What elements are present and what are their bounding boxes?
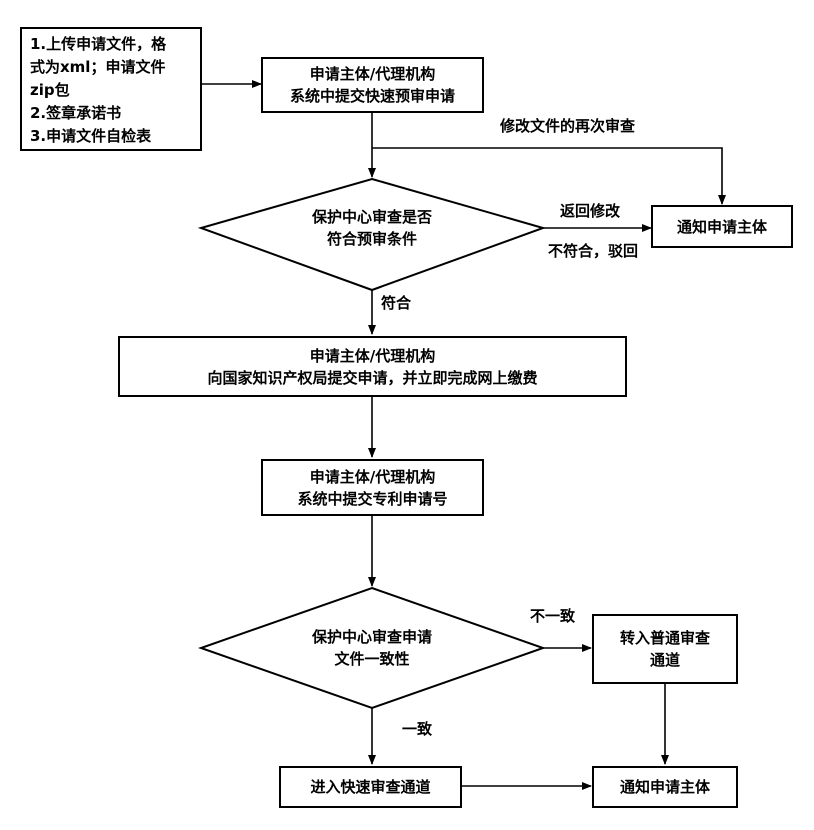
step-line: 申请主体/代理机构	[309, 467, 436, 486]
requirement-line: 3.申请文件自检表	[30, 127, 152, 145]
requirement-line: 式为xml；申请文件	[30, 58, 166, 76]
decision-consistency-diamond	[197, 586, 547, 710]
edge-label-inconsistent: 不一致	[530, 607, 576, 625]
decision-consistency-text: 保护中心审查申请 文件一致性	[262, 624, 482, 672]
step-submit-patent-number: 申请主体/代理机构 系统中提交专利申请号	[261, 459, 484, 516]
notify-label: 通知申请主体	[619, 778, 710, 796]
decision-prereview-text: 保护中心审查是否 符合预审条件	[262, 204, 482, 252]
step-line: 通道	[649, 651, 680, 669]
step-line: 转入普通审查	[619, 629, 710, 647]
notify-label: 通知申请主体	[676, 217, 767, 236]
edge-label-reject: 不符合，驳回	[548, 242, 639, 260]
edge-label-re-review: 修改文件的再次审查	[500, 117, 636, 135]
decision-line: 符合预审条件	[326, 230, 417, 248]
decision-line: 保护中心审查申请	[311, 628, 432, 646]
step-submit-prereview: 申请主体/代理机构 系统中提交快速预审申请	[261, 57, 484, 113]
edge-label-pass: 符合	[381, 294, 412, 312]
step-line: 系统中提交专利申请号	[297, 489, 448, 508]
requirement-line: zip包	[30, 81, 70, 99]
requirement-line: 2.签章承诺书	[30, 104, 122, 122]
notify-applicant-box-2: 通知申请主体	[592, 766, 738, 808]
requirements-note: 1.上传申请文件，格 式为xml；申请文件 zip包 2.签章承诺书 3.申请文…	[20, 27, 202, 151]
edge-label-return-modify: 返回修改	[560, 202, 621, 220]
step-line: 申请主体/代理机构	[309, 346, 436, 365]
step-line: 系统中提交快速预审申请	[289, 87, 455, 105]
step-line: 申请主体/代理机构	[309, 65, 436, 83]
decision-prereview-diamond	[197, 177, 547, 292]
step-line: 向国家知识产权局提交申请，并立即完成网上缴费	[207, 368, 538, 387]
requirement-line: 1.上传申请文件，格	[30, 35, 167, 53]
step-label: 进入快速审查通道	[310, 778, 431, 796]
notify-applicant-box-1: 通知申请主体	[651, 205, 793, 248]
decision-line: 保护中心审查是否	[311, 208, 432, 226]
edge-label-consistent: 一致	[402, 720, 433, 738]
step-fast-channel: 进入快速审查通道	[279, 766, 462, 808]
step-cnipa-submit: 申请主体/代理机构 向国家知识产权局提交申请，并立即完成网上缴费	[118, 336, 627, 397]
step-normal-channel: 转入普通审查 通道	[592, 614, 738, 684]
arrow-re-review-to-notify	[372, 147, 726, 205]
decision-line: 文件一致性	[334, 650, 410, 668]
